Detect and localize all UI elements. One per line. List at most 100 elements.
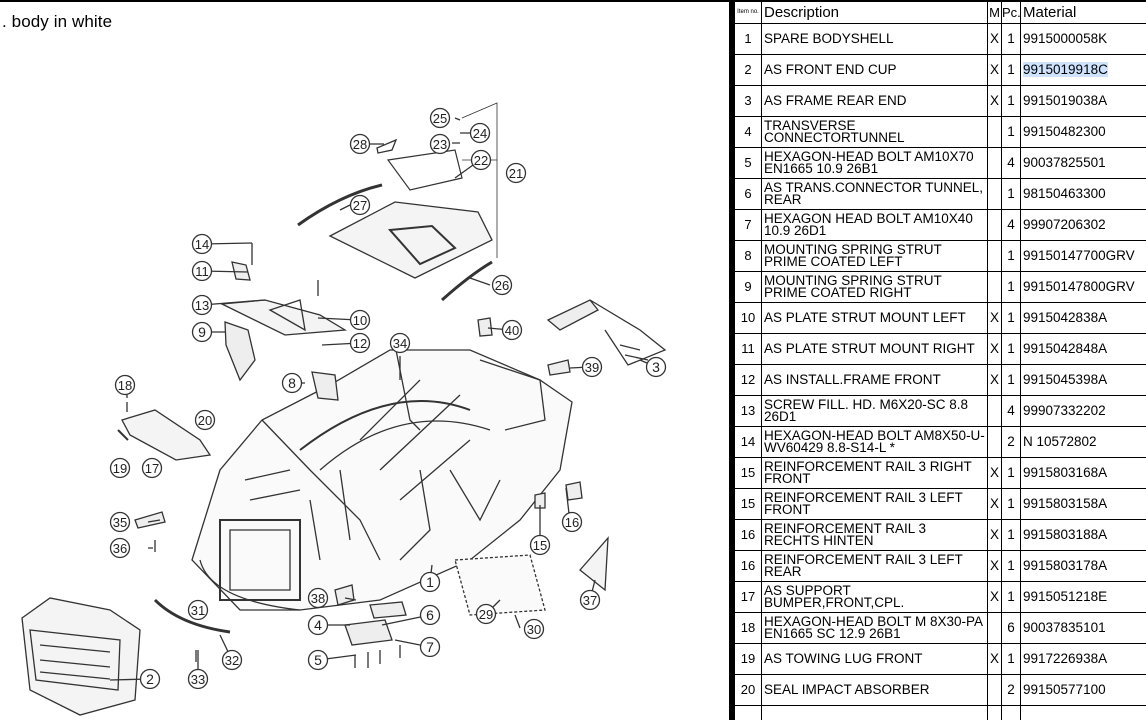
- cell-material: 9915803178A: [1020, 550, 1146, 582]
- callout-circle: [191, 294, 213, 316]
- callout-label: 3: [652, 359, 660, 375]
- material-number[interactable]: 99150577100: [1023, 681, 1106, 697]
- callout-32: 32: [221, 649, 243, 671]
- callout-label: 11: [195, 264, 209, 279]
- material-number[interactable]: 99150147800GRV: [1023, 278, 1135, 294]
- material-number[interactable]: 9915042848A: [1023, 340, 1108, 356]
- exploded-parts-diagram: 1234567891011121314151617181920212223242…: [21, 102, 667, 716]
- callout-label: 1: [426, 574, 434, 590]
- cell-m: [987, 395, 1002, 427]
- cell-item-no: 2: [734, 54, 762, 86]
- header-item-no: Item no.: [734, 0, 762, 24]
- callout-21: 21: [505, 162, 527, 184]
- cell-m: [987, 612, 1002, 644]
- callout-circle: [307, 587, 329, 609]
- callout-circle: [349, 133, 371, 155]
- material-number[interactable]: 9915051218E: [1023, 588, 1108, 604]
- callout-25: 25: [429, 107, 451, 129]
- callout-circle: [529, 534, 551, 556]
- cell-material: 9915042838A: [1020, 302, 1146, 334]
- callout-27: 27: [349, 194, 371, 216]
- callout-label: 20: [198, 413, 212, 428]
- cell-item-no: 13: [734, 395, 762, 427]
- material-number[interactable]: 9915045398A: [1023, 371, 1108, 387]
- cell-item-no: 18: [734, 612, 762, 644]
- callout-label: 19: [113, 461, 127, 476]
- cell-item-no: 20: [734, 674, 762, 706]
- cell-m: X: [987, 519, 1002, 551]
- cell-material: N 10572802: [1020, 426, 1146, 458]
- callout-15: 15: [529, 534, 551, 556]
- callout-circle: [429, 107, 451, 129]
- cell-material: 9915051218E: [1020, 581, 1146, 613]
- material-number[interactable]: 9915019038A: [1023, 92, 1108, 108]
- header-pc: Pc.: [1001, 0, 1021, 24]
- material-number[interactable]: 99150482300: [1023, 123, 1106, 139]
- callout-circle: [581, 356, 603, 378]
- callout-34: 34: [389, 332, 411, 354]
- callout-label: 27: [353, 198, 367, 213]
- cell-material: 9915019918C: [1020, 54, 1146, 86]
- material-number[interactable]: 99907332202: [1023, 402, 1106, 418]
- cell-description: REINFORCEMENT RAIL 3 RIGHT FRONT: [761, 457, 988, 489]
- cell-pc: 1: [1001, 85, 1021, 117]
- header-m: M: [987, 0, 1002, 24]
- material-number[interactable]: 9915803158A: [1023, 495, 1108, 511]
- cell-material: 9915803188A: [1020, 519, 1146, 551]
- material-number[interactable]: 9915803188A: [1023, 526, 1108, 542]
- material-number[interactable]: 90037825501: [1023, 154, 1106, 170]
- cell-description: SEAL IMPACT ABSORBER: [761, 674, 988, 706]
- callout-28: 28: [349, 133, 371, 155]
- material-number[interactable]: 99907206302: [1023, 216, 1106, 232]
- material-number[interactable]: 90037835101: [1023, 619, 1106, 635]
- callout-label: 21: [509, 166, 523, 181]
- material-number[interactable]: 9917226938A: [1023, 650, 1108, 666]
- callout-label: 33: [191, 672, 205, 687]
- cell-m: X: [987, 54, 1002, 86]
- callout-label: 29: [479, 607, 493, 622]
- callout-31: 31: [187, 599, 209, 621]
- material-number[interactable]: 9915042838A: [1023, 309, 1108, 325]
- cell-item-no: 3: [734, 85, 762, 117]
- cell-item-no: 14: [734, 426, 762, 458]
- material-number[interactable]: 98150463300: [1023, 185, 1106, 201]
- material-number[interactable]: 9915803178A: [1023, 557, 1108, 573]
- callout-23: 23: [429, 133, 451, 155]
- material-number[interactable]: 99150147700GRV: [1023, 247, 1135, 263]
- cell-m: X: [987, 23, 1002, 55]
- material-number[interactable]: N 10572802: [1023, 433, 1097, 449]
- table-row[interactable]: [734, 705, 1146, 720]
- callout-11: 11: [191, 260, 213, 282]
- material-number[interactable]: 9915803168A: [1023, 464, 1108, 480]
- material-number[interactable]: 9915000058K: [1023, 30, 1108, 46]
- callout-30: 30: [523, 618, 545, 640]
- callout-24: 24: [469, 122, 491, 144]
- callout-circle: [349, 309, 371, 331]
- cell-pc: [1001, 705, 1021, 720]
- callout-circle: [645, 356, 667, 378]
- cell-pc: 1: [1001, 581, 1021, 613]
- material-number[interactable]: 9915019918C: [1023, 61, 1108, 77]
